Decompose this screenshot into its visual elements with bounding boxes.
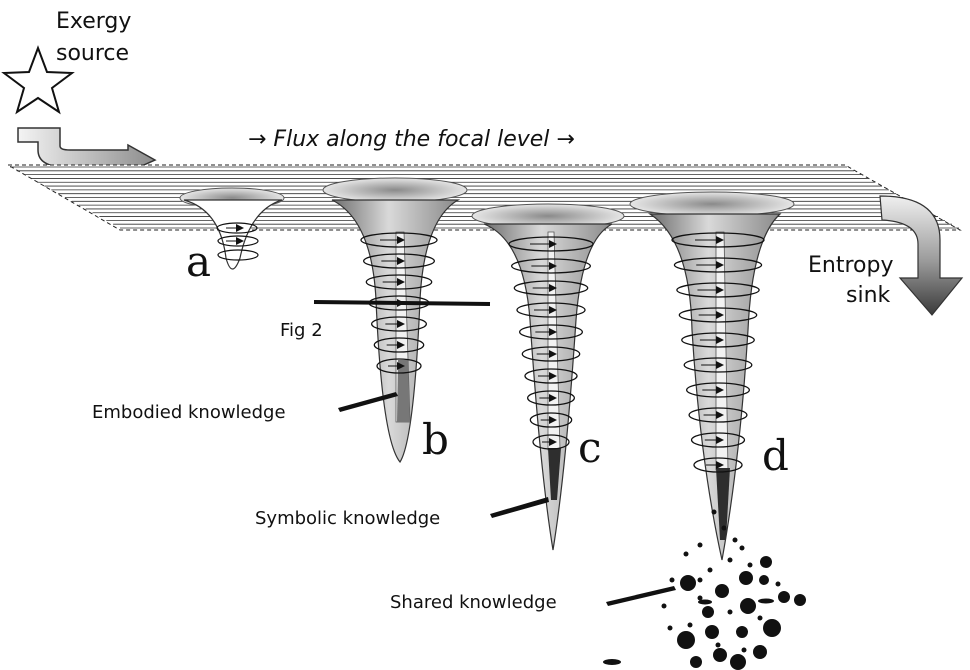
fig2-section-line: [313, 300, 491, 306]
swirl-ring: [688, 407, 748, 423]
exergy-label-line2: source: [56, 41, 129, 66]
swirl-ring: [690, 432, 746, 448]
shared-leader: [606, 586, 676, 606]
swirl-ring: [527, 390, 575, 406]
embodied-label: Embodied knowledge: [92, 402, 286, 423]
exergy-label-line1: Exergy: [56, 9, 131, 34]
vortex-d: [629, 191, 795, 561]
swirl-ring: [529, 412, 573, 428]
flux-label: → Flux along the focal level →: [248, 127, 575, 152]
swirl-ring: [693, 457, 743, 473]
swirl-ring: [371, 316, 427, 332]
swirl-ring: [673, 257, 763, 273]
swirl-ring: [508, 236, 594, 252]
swirl-ring: [360, 232, 438, 248]
swirl-ring: [373, 337, 425, 353]
fig2-label: Fig 2: [280, 320, 323, 341]
symbolic-leader: [490, 497, 549, 518]
vortex-letter-d: d: [762, 431, 789, 480]
swirl-ring: [686, 382, 750, 398]
swirl-ring: [681, 332, 755, 348]
shared-label: Shared knowledge: [390, 592, 557, 613]
exergy-source-star-icon: [1, 45, 75, 115]
entropy-sink-arrow: [879, 195, 964, 316]
swirl-ring: [519, 324, 583, 340]
entropy-label-line2: sink: [846, 283, 891, 308]
entropy-label-line1: Entropy: [808, 253, 893, 278]
vortex-letter-c: c: [578, 423, 602, 472]
swirl-ring: [376, 358, 422, 374]
symbolic-label: Symbolic knowledge: [255, 508, 440, 529]
vortex-letter-a: a: [186, 237, 211, 286]
vortex-a: [179, 187, 285, 270]
swirl-ring: [678, 307, 758, 323]
swirl-ring: [532, 434, 570, 450]
swirl-ring: [513, 280, 589, 296]
swirl-ring: [511, 258, 591, 274]
shared-knowledge-particles: [603, 509, 806, 670]
swirl-ring: [516, 302, 586, 318]
swirl-ring: [683, 357, 753, 373]
embodied-leader: [338, 392, 398, 412]
swirl-ring: [521, 346, 581, 362]
swirl-ring: [524, 368, 578, 384]
swirl-ring: [671, 232, 765, 248]
vortex-c: [471, 203, 625, 551]
vortex-letter-b: b: [422, 415, 449, 464]
swirl-ring: [365, 274, 433, 290]
swirl-ring: [676, 282, 760, 298]
swirl-ring: [363, 253, 435, 269]
